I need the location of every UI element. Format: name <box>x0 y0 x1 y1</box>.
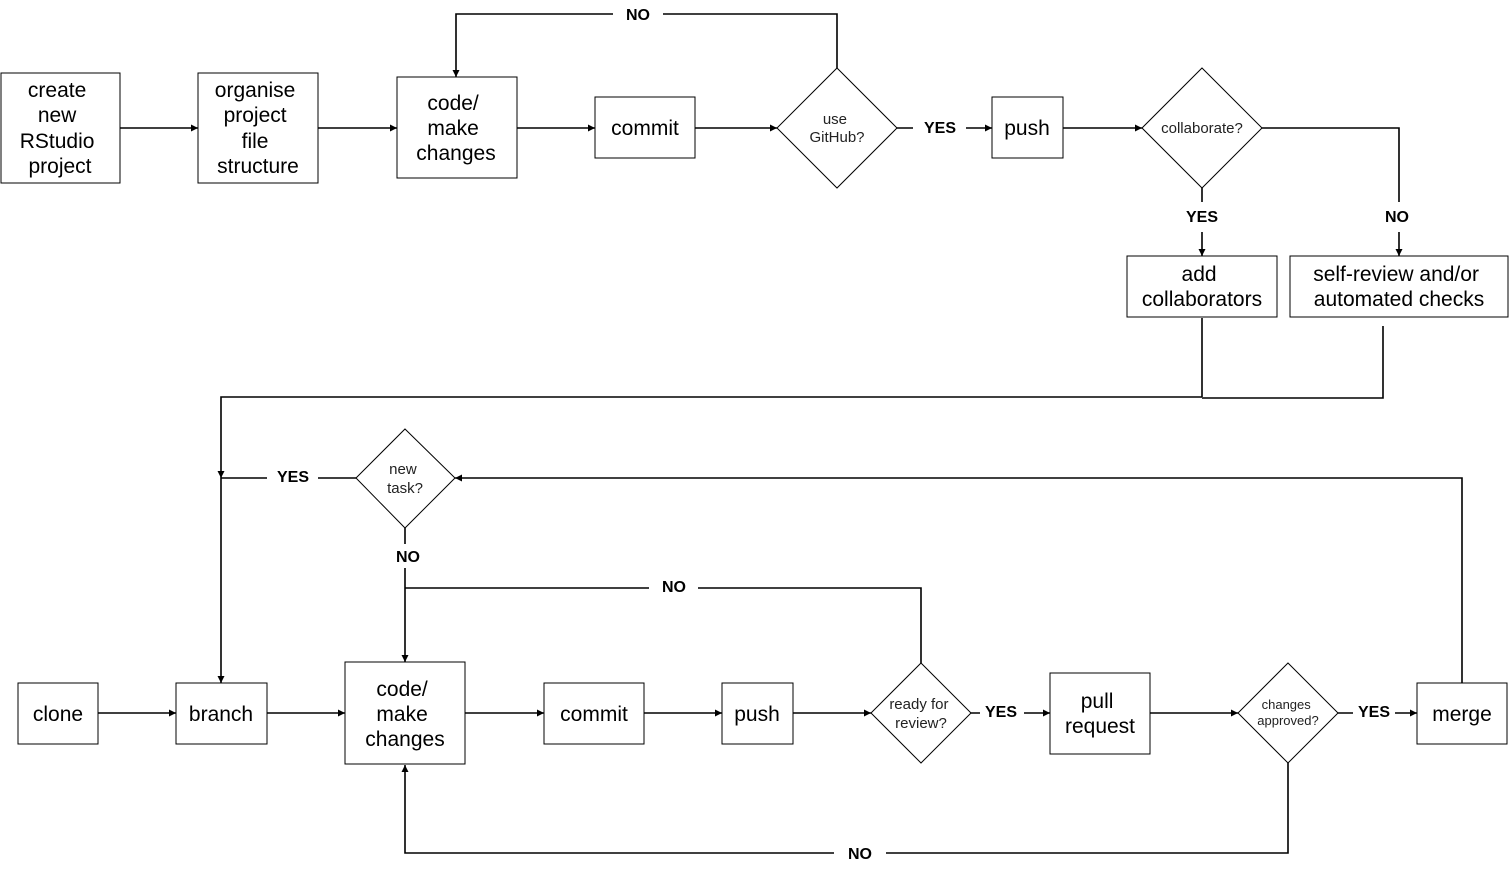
node-self-review: self-review and/or automated checks <box>1289 255 1509 318</box>
svg-text:commit: commit <box>611 117 679 140</box>
svg-text:branch: branch <box>189 703 253 726</box>
edge-selfreview-down <box>1202 326 1384 399</box>
edge-github-no-loop <box>456 13 838 77</box>
node-branch: branch <box>175 682 268 745</box>
svg-text:commit: commit <box>560 703 628 726</box>
label-github-yes: YES <box>924 120 956 137</box>
node-merge: merge <box>1416 682 1508 745</box>
node-commit-bottom: commit <box>543 682 645 745</box>
svg-text:merge: merge <box>1432 703 1492 726</box>
decision-collaborate: collaborate? <box>1141 67 1263 189</box>
node-clone: clone <box>17 682 99 745</box>
decision-changes-approved: changes approved? <box>1237 662 1339 764</box>
label-review-no: NO <box>662 579 686 596</box>
edge-collab-no <box>1262 127 1399 256</box>
node-push-top: push <box>991 96 1064 159</box>
svg-text:use GitHub?: use GitHub? <box>809 111 864 146</box>
edge-labels: NO YES YES NO YES NO NO YES YES NO <box>277 7 1409 863</box>
svg-text:ready for review?: ready for review? <box>889 696 952 732</box>
svg-text:add collaborators: add collaborators <box>1142 263 1262 311</box>
decision-use-github: use GitHub? <box>776 67 898 189</box>
decision-new-task: new task? <box>355 428 456 529</box>
label-newtask-no: NO <box>396 549 420 566</box>
svg-text:code/ make changes: code/ make changes <box>416 92 495 165</box>
node-add-collaborators: add collaborators <box>1126 255 1278 318</box>
svg-text:changes approved?: changes approved? <box>1257 697 1318 728</box>
node-push-bottom: push <box>721 682 794 745</box>
edge-merge-to-newtask <box>455 474 1463 683</box>
label-github-no: NO <box>626 7 650 24</box>
svg-text:push: push <box>734 703 780 726</box>
edge-to-bottom-section <box>217 396 1202 478</box>
node-pull-request: pull request <box>1049 672 1151 755</box>
edge-approved-no-loop <box>405 763 1289 854</box>
node-code-changes-bottom: code/ make changes <box>344 661 466 765</box>
edge-review-no-loop <box>405 587 922 663</box>
svg-text:self-review and/or autom: self-review and/or automated checks <box>1313 263 1485 311</box>
svg-text:new task?: new task? <box>387 461 423 497</box>
svg-text:code/ make changes: code/ make changes <box>365 678 444 751</box>
svg-text:pull request: pull request <box>1065 690 1135 738</box>
label-collab-no: NO <box>1385 209 1409 226</box>
label-approved-yes: YES <box>1358 704 1390 721</box>
node-create-project: create new RStudio project <box>0 72 121 184</box>
label-newtask-yes: YES <box>277 469 309 486</box>
label-approved-no: NO <box>848 846 872 863</box>
svg-text:push: push <box>1004 117 1050 140</box>
node-organise-structure: organise project file structure <box>197 72 319 184</box>
svg-text:collaborate?: collaborate? <box>1161 120 1243 137</box>
decision-ready-for-review: ready for review? <box>870 662 972 764</box>
connectors <box>98 13 1463 854</box>
node-code-changes-top: code/ make changes <box>396 76 518 179</box>
svg-text:organise project f: organise project file structure <box>215 79 301 178</box>
node-commit-top: commit <box>594 96 696 159</box>
label-review-yes: YES <box>985 704 1017 721</box>
label-collab-yes: YES <box>1186 209 1218 226</box>
svg-text:clone: clone <box>33 703 83 726</box>
svg-text:create new RStudio: create new RStudio project <box>20 79 101 178</box>
